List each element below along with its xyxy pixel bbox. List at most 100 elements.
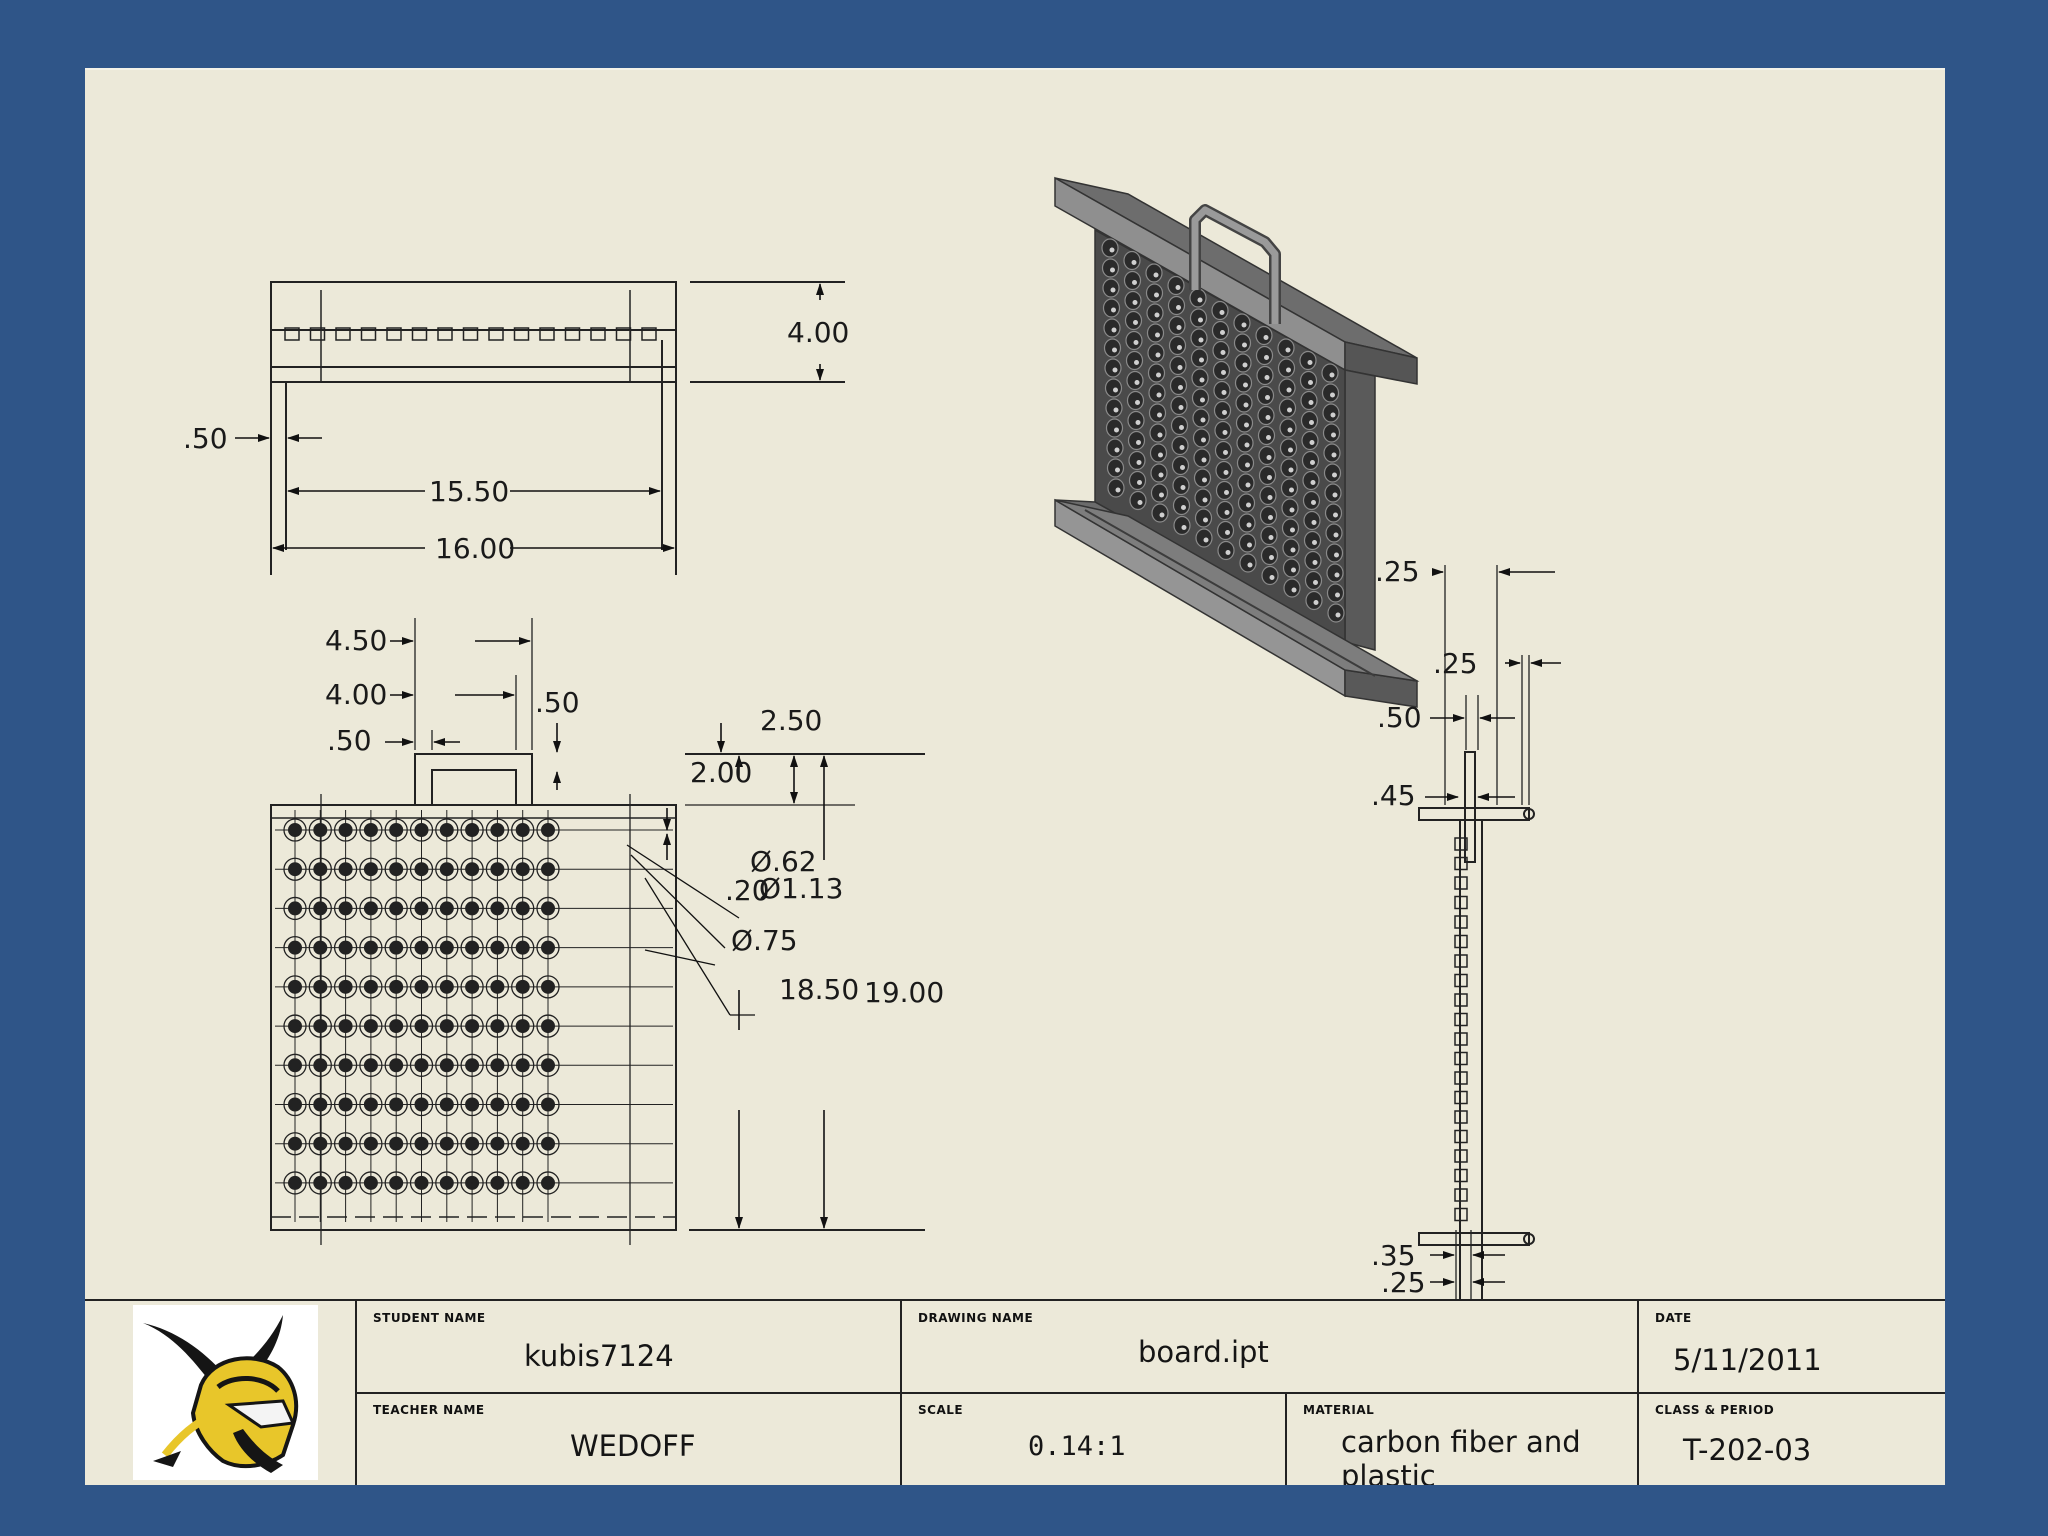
iso-hole [1129,490,1147,511]
top-view [270,281,845,575]
iso-hole [1304,570,1323,591]
iso-peg-highlight [1110,287,1116,293]
iso-hole [1302,470,1320,491]
iso-peg-highlight [1332,472,1337,478]
iso-hole [1149,423,1167,443]
iso-hole [1104,378,1123,398]
iso-peg-highlight [1200,397,1205,403]
iso-peg-highlight [1131,260,1137,265]
side-view-peg [1454,973,1468,988]
iso-peg-highlight [1112,367,1118,373]
iso-peg-highlight [1329,372,1335,378]
iso-peg-highlight [1247,542,1252,548]
side-view-peg [1454,1207,1468,1222]
iso-peg-highlight [1179,425,1184,430]
iso-peg-highlight [1246,502,1251,508]
iso-peg-highlight [1289,487,1294,493]
iso-hole [1217,540,1235,561]
iso-hole [1146,303,1164,323]
iso-peg-highlight [1223,470,1229,475]
iso-hole [1327,603,1345,623]
iso-hole [1257,405,1275,426]
iso-hole [1216,520,1235,541]
iso-hole [1172,475,1190,496]
iso-hole [1212,340,1230,361]
iso-hole [1103,318,1121,338]
iso-hole [1123,250,1141,271]
iso-hole [1281,498,1299,518]
iso-peg-highlight [1198,337,1204,343]
dim-top-offset: .50 [183,422,228,455]
iso-hole [1147,343,1165,363]
dim-side-top-c: .50 [1377,701,1422,734]
iso-peg-highlight [1288,467,1294,473]
dim-side-bottom-a: .35 [1371,1239,1416,1272]
iso-hole [1190,348,1209,368]
top-view-peg [539,327,555,341]
iso-hole [1126,390,1145,411]
iso-peg-highlight [1134,380,1140,385]
iso-peg-highlight [1288,447,1293,453]
title-block: STUDENT NAME kubis7124 TEACHER NAME WEDO… [85,1299,1945,1485]
iso-peg-highlight [1244,422,1249,428]
iso-hole [1303,510,1321,531]
iso-peg-highlight [1335,612,1341,618]
iso-hole [1283,578,1301,598]
iso-peg-highlight [1158,452,1163,458]
dim-hole-edge: .20 [725,874,770,907]
iso-hole [1277,338,1295,358]
iso-peg-highlight [1156,392,1162,398]
iso-peg-highlight [1335,592,1340,598]
side-view-peg [1454,895,1468,910]
dim-top-outer-width: 16.00 [435,532,515,565]
iso-peg-highlight [1286,367,1291,373]
iso-peg-highlight [1330,412,1336,418]
dim-handle-inner: 4.00 [325,678,387,711]
side-view-peg [1454,993,1468,1007]
iso-peg-highlight [1115,467,1120,473]
teacher-name-label: TEACHER NAME [373,1403,485,1417]
iso-hole [1324,483,1342,503]
iso-peg-highlight [1287,407,1292,413]
iso-hole [1171,435,1189,456]
iso-hole [1325,523,1343,543]
side-view-peg [1454,1149,1468,1163]
iso-hole [1279,438,1298,458]
iso-peg-highlight [1157,412,1162,418]
iso-hole [1146,323,1165,343]
side-view-peg [1454,1168,1468,1183]
dim-handle-outer: 4.50 [325,624,387,657]
iso-peg-highlight [1132,300,1138,305]
iso-peg-highlight [1178,385,1183,390]
iso-hole [1216,500,1234,521]
iso-peg-highlight [1268,535,1274,540]
iso-hole [1282,538,1300,558]
iso-hole [1326,563,1344,583]
iso-hole [1326,583,1345,603]
side-view-peg [1454,876,1468,890]
iso-hole [1236,433,1254,453]
iso-hole [1277,358,1296,378]
iso-peg-highlight [1111,307,1116,313]
side-view-peg [1454,856,1468,871]
iso-peg-highlight [1313,580,1318,585]
iso-peg-highlight [1291,587,1297,593]
scale-cell: SCALE 0.14:1 [902,1393,1287,1485]
iso-hole [1104,358,1122,378]
side-view-dimensions [1425,568,1561,1286]
side-view [1418,565,1535,1299]
iso-hole [1300,390,1318,411]
iso-hole [1278,398,1297,418]
iso-hole [1125,350,1144,371]
iso-hole [1149,443,1168,463]
side-view-peg [1454,1032,1468,1046]
top-view-peg [590,327,606,341]
iso-peg-highlight [1199,377,1205,383]
iso-peg-highlight [1246,522,1252,528]
iso-hole [1195,528,1213,548]
scale-label: SCALE [918,1403,964,1417]
iso-hole [1192,428,1211,448]
iso-hole [1282,558,1301,578]
iso-peg-highlight [1158,472,1164,478]
iso-peg-highlight [1112,347,1117,353]
